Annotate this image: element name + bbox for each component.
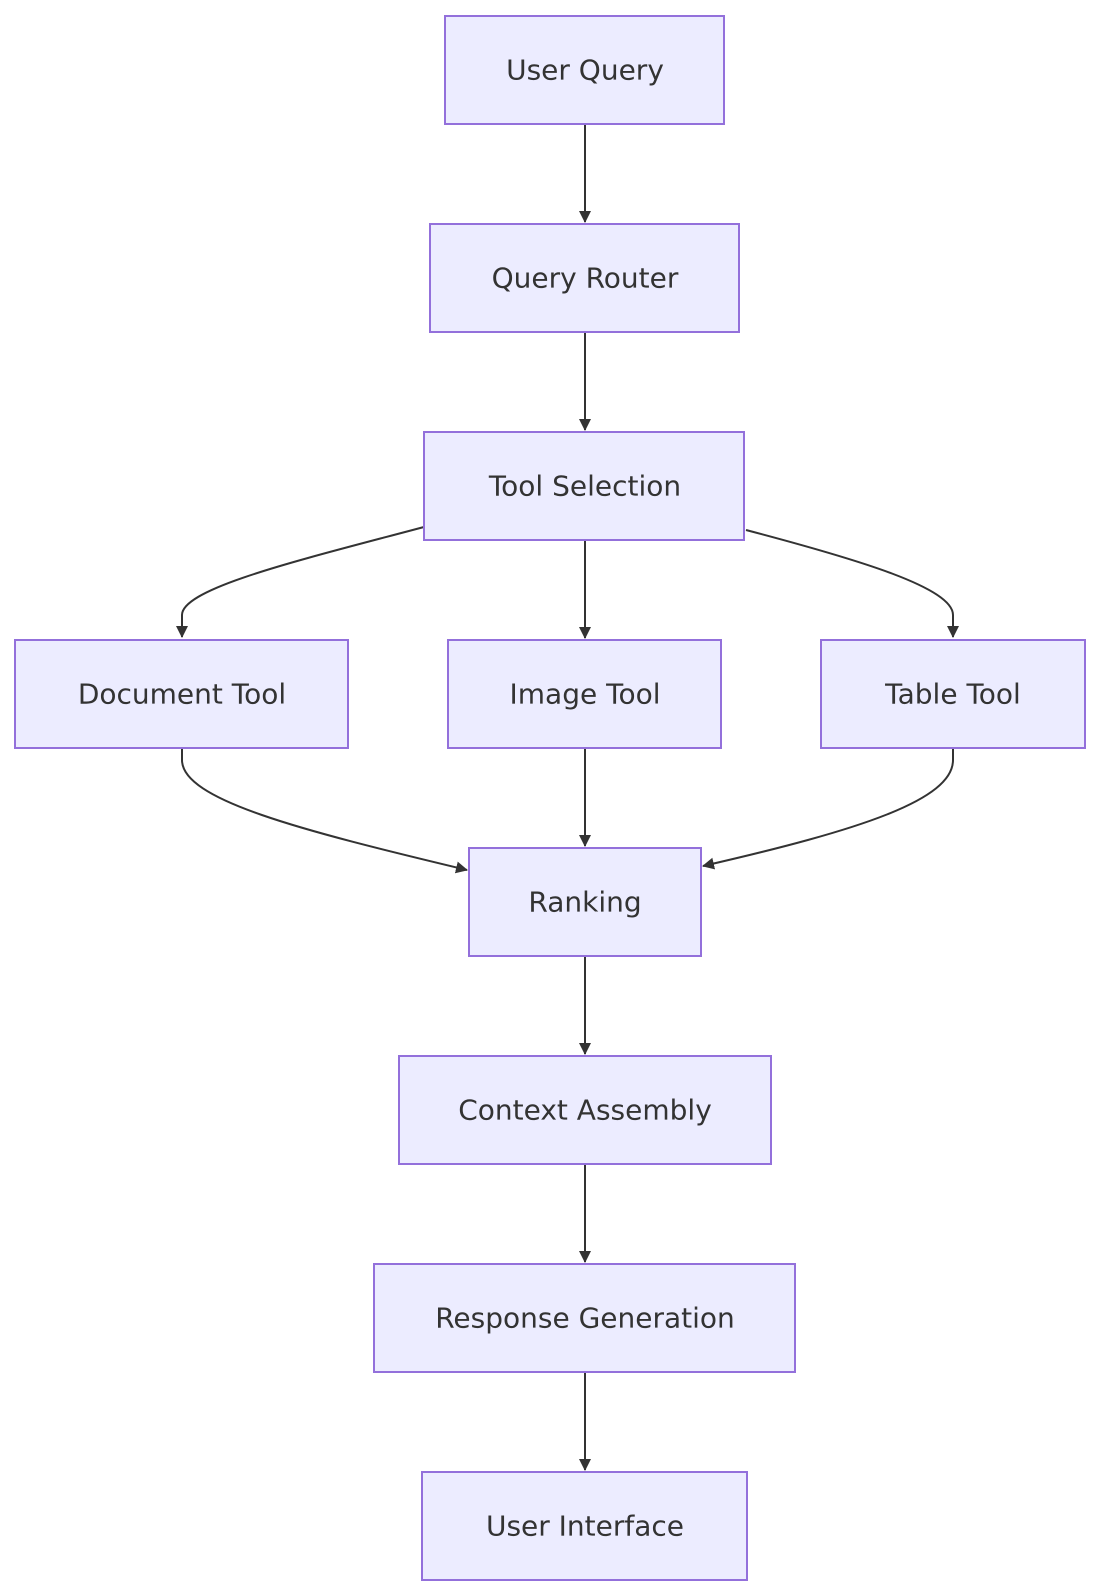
node-document-tool[interactable]: Document Tool (14, 639, 349, 749)
node-label: Tool Selection (488, 470, 681, 503)
node-user-query[interactable]: User Query (444, 15, 725, 125)
node-label: Ranking (528, 886, 641, 919)
edge-tool-selection-to-document-tool (176, 526, 425, 638)
node-label: Query Router (492, 262, 679, 295)
node-label: User Interface (486, 1510, 684, 1543)
node-context-assembly[interactable]: Context Assembly (398, 1055, 772, 1165)
node-label: User Query (506, 54, 664, 87)
edge-tool-selection-to-table-tool (745, 529, 959, 638)
node-label: Image Tool (510, 678, 661, 711)
node-box (14, 639, 349, 749)
node-box (429, 223, 740, 333)
node-box (398, 1055, 772, 1165)
node-box (447, 639, 722, 749)
node-box (423, 431, 745, 541)
node-query-router[interactable]: Query Router (429, 223, 740, 333)
node-label: Response Generation (435, 1302, 735, 1335)
node-label: Table Tool (884, 678, 1021, 711)
node-box (820, 639, 1086, 749)
nodes-group: User Query Query Router Tool Selection D… (14, 15, 1086, 1581)
node-response-generation[interactable]: Response Generation (373, 1263, 796, 1373)
node-box (444, 15, 725, 125)
node-ranking[interactable]: Ranking (468, 847, 702, 957)
node-box (373, 1263, 796, 1373)
edges-group (176, 124, 959, 1471)
node-user-interface[interactable]: User Interface (421, 1471, 748, 1581)
edge-table-tool-to-ranking (702, 748, 954, 870)
node-image-tool[interactable]: Image Tool (447, 639, 722, 749)
node-label: Context Assembly (458, 1094, 712, 1127)
node-box (468, 847, 702, 957)
node-tool-selection[interactable]: Tool Selection (423, 431, 745, 541)
node-table-tool[interactable]: Table Tool (820, 639, 1086, 749)
node-box (421, 1471, 748, 1581)
edge-document-tool-to-ranking (181, 748, 468, 874)
node-label: Document Tool (78, 678, 286, 711)
